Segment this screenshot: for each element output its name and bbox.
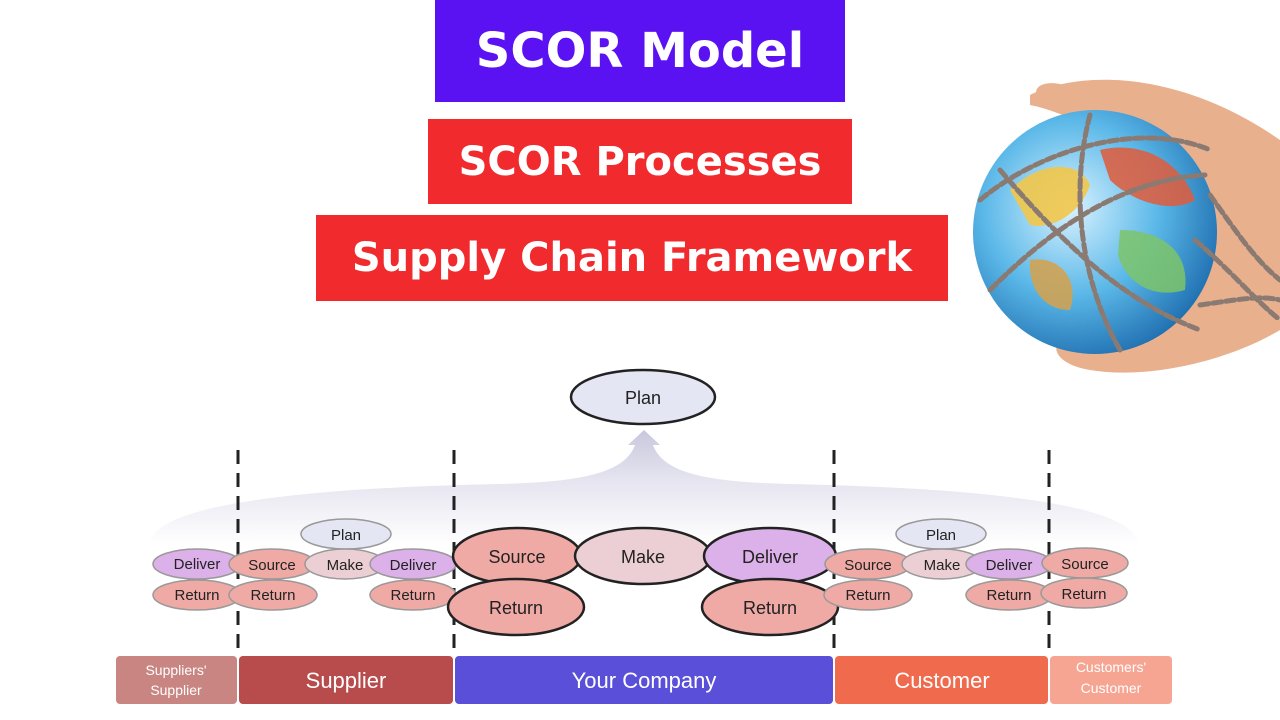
company-return-source-label: Return [489,598,543,618]
bar-cc-line2: Customer [1081,680,1142,696]
title-text: SCOR Model [475,23,805,79]
bar-customer [835,656,1048,704]
supplier-deliver-label: Deliver [390,557,437,574]
customer-deliver-label: Deliver [986,557,1033,574]
your-company-group: Source Make Deliver Return Return [446,526,840,637]
bar-ss-line1: Suppliers' [145,662,206,678]
customer-group: Plan Source Make Deliver Return Return [823,518,1053,611]
company-deliver-label: Deliver [742,547,798,567]
bar-ss-line2: Supplier [150,682,202,698]
supplier-return-source-label: Return [250,587,295,604]
bar-supplier-label: Supplier [306,668,387,693]
customer-plan-label: Plan [926,527,956,544]
customers-customer-group: Source Return [1040,547,1129,609]
supplier-source-label: Source [248,557,296,574]
supplier-return-deliver-label: Return [390,587,435,604]
customer-source-label: Source [844,557,892,574]
bar-your-company [455,656,833,704]
suppliers-supplier-group: Deliver Return [152,548,242,611]
company-make-label: Make [621,547,665,567]
entity-bar: Suppliers' Supplier Supplier Your Compan… [116,656,1172,704]
top-plan-node: Plan [569,368,717,426]
customer-return-deliver-label: Return [986,587,1031,604]
supplier-group: Plan Source Make Deliver Return Return [228,518,457,611]
bar-cc-line1: Customers' [1076,659,1146,675]
company-return-deliver-label: Return [743,598,797,618]
subtitle-banner-processes: SCOR Processes [428,119,852,204]
bar-your-company-label: Your Company [572,668,717,693]
ss-return-label: Return [174,587,219,604]
bar-suppliers-supplier [116,656,237,704]
cc-source-label: Source [1061,556,1109,573]
top-plan-label: Plan [625,388,661,408]
company-source-label: Source [488,547,545,567]
subtitle-banner-framework: Supply Chain Framework [316,215,948,301]
bar-supplier [239,656,453,704]
arrow-mound [150,430,1138,545]
subtitle-framework-text: Supply Chain Framework [351,235,913,281]
subtitle-processes-text: SCOR Processes [458,138,822,185]
customer-return-source-label: Return [845,587,890,604]
title-banner: SCOR Model [435,0,845,102]
cc-return-label: Return [1061,586,1106,603]
bar-customers-customer [1050,656,1172,704]
globe-in-chains-icon [973,79,1280,373]
bar-customer-label: Customer [894,668,989,693]
supplier-make-label: Make [327,557,364,574]
ss-deliver-label: Deliver [174,556,221,573]
supplier-plan-label: Plan [331,527,361,544]
customer-make-label: Make [924,557,961,574]
